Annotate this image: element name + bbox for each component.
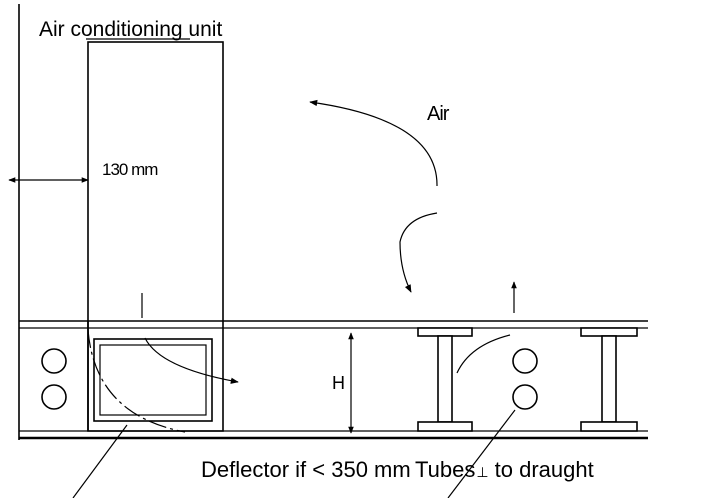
floor-support-beam xyxy=(417,327,473,432)
tube-circle-right-top xyxy=(512,348,538,374)
deflector-caption: Deflector if < 350 mm xyxy=(201,457,411,482)
deflector-curve xyxy=(87,329,186,433)
air-return-arrow xyxy=(309,99,438,187)
tubes-caption: Tubes⊥ to draught xyxy=(415,457,594,482)
tube-circle-left-bottom xyxy=(41,384,67,410)
unit-base-frame xyxy=(93,338,213,422)
unit-outflow-arrow xyxy=(144,337,239,384)
gap-label: 130 mm xyxy=(102,160,158,179)
tube-circle-left-top xyxy=(41,348,67,374)
unit-base-frame-inner xyxy=(99,344,207,416)
height-label: H xyxy=(332,373,345,393)
air-conditioning-unit xyxy=(87,41,224,432)
deflector-pointer-line xyxy=(72,424,128,499)
unit-label: Air conditioning unit xyxy=(39,18,222,41)
air-descend-arrow xyxy=(399,212,438,293)
tube-circle-right-bottom xyxy=(512,384,538,410)
floor-support-beam xyxy=(580,327,638,432)
tubes-pointer-line xyxy=(447,409,516,499)
floor-airflow-curve xyxy=(456,334,511,374)
air-label: Air xyxy=(427,103,450,125)
